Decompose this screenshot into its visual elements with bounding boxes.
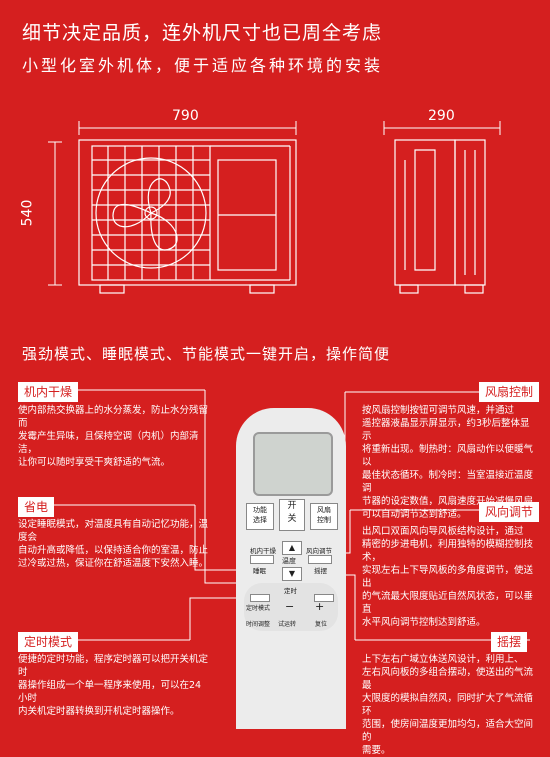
tag-timer: 定时模式 [18, 632, 79, 652]
remote-lower-panel [244, 583, 338, 631]
desc-direction-line: 的气流最大限度贴近自然风状态，可以垂直 [362, 591, 534, 615]
time-adjust-label: 时间调整 [246, 621, 271, 628]
desc-fan-line: 可以自动调节达到舒适。 [362, 509, 467, 520]
desc-swing-line: 大限度的模拟自然风，同时扩大了气流循环 [362, 693, 534, 717]
timer-set-button-right[interactable] [314, 594, 334, 602]
desc-timer-line: 内关机定时器转换到开机定时器操作。 [18, 706, 180, 717]
desc-fan-line: 最佳状态循环。制冷时：当室温接近温度调 [362, 470, 534, 494]
desc-swing-line: 左右风向板的多组合摆动，使送出的气流最 [362, 667, 534, 691]
fan-control-label: 控制 [317, 516, 331, 524]
desc-timer-line: 器操作组成一个单一程序来使用，可以在24小时 [18, 680, 202, 704]
timer-set-label: 定时 [284, 587, 297, 595]
temp-down-button[interactable]: ▼ [282, 567, 302, 581]
desc-swing-line: 上下左右广域立体送风设计，利用上、 [362, 654, 524, 665]
remote-control: 功能 选择 开 关 风扇 控制 机内干燥 风向调节 ▲ 温度 ▼ 睡眠 摇摆 定… [236, 408, 346, 729]
remote-display [253, 432, 333, 496]
function-select-label: 功能 [253, 506, 267, 514]
desc-timer-line: 便捷的定时功能，程序定时器可以把开关机定时 [18, 654, 209, 678]
trial-run-label: 试运转 [278, 621, 297, 628]
unit-front-view [78, 139, 297, 294]
desc-fan: 按风扇控制按钮可调节风速，并通过 遥控器液晶显示屏显示，约3秒后整体显示 将重新… [362, 404, 534, 521]
power-button[interactable]: 开 关 [279, 499, 305, 531]
desc-swing: 上下左右广域立体送风设计，利用上、 左右风向板的多组合摆动，使送出的气流最 大限… [362, 653, 534, 757]
desc-dry: 使内部热交换器上的水分蒸发，防止水分残留而 发霉产生异味，且保持空调（内机）内部… [18, 404, 208, 469]
height-dimension: 540 [19, 199, 36, 227]
desc-dry-line: 让你可以随时享受干爽舒适的气流。 [18, 457, 171, 468]
desc-direction-line: 实现左右上下导风板的多角度调节，使送出 [362, 565, 534, 589]
fan-control-button[interactable]: 风扇 控制 [310, 503, 338, 530]
dry-button[interactable] [250, 555, 274, 564]
desc-fan-line: 按风扇控制按钮可调节风速，并通过 [362, 405, 515, 416]
desc-direction-line: 出风口双面风向导风板结构设计，通过 [362, 526, 524, 537]
tag-swing: 摇摆 [491, 632, 528, 652]
minus-label: − [285, 600, 295, 613]
headline: 细节决定品质，连外机尺寸也已周全考虑 [22, 22, 383, 44]
plus-label: + [315, 600, 325, 613]
unit-side-view [394, 139, 486, 294]
sleep-label: 睡眠 [253, 567, 266, 575]
dry-label: 机内干燥 [250, 547, 276, 555]
desc-dry-line: 发霉产生异味，且保持空调（内机）内部清洁， [18, 431, 199, 455]
feature-title: 强劲模式、睡眠模式、节能模式一键开启，操作简便 [22, 345, 391, 363]
swing-label: 摇摆 [314, 567, 327, 575]
power-label: 关 [287, 514, 297, 524]
desc-fan-line: 将重新出现。制热时：风扇动作以便暖气以 [362, 444, 534, 468]
subline: 小型化室外机体，便于适应各种环境的安装 [22, 56, 384, 75]
desc-direction-line: 水平风向调节控制达到舒适。 [362, 617, 486, 628]
desc-dry-line: 使内部热交换器上的水分蒸发，防止水分残留而 [18, 405, 209, 429]
power-label: 开 [287, 501, 297, 511]
function-select-button[interactable]: 功能 选择 [246, 503, 274, 530]
desc-direction: 出风口双面风向导风板结构设计，通过 精密的步进电机，利用独特的模糊控制技术， 实… [362, 525, 534, 629]
desc-swing-line: 需要。 [362, 745, 391, 756]
tag-save: 省电 [18, 497, 55, 517]
timer-set-button-left[interactable] [250, 594, 270, 602]
timer-mode-label: 定时模式 [246, 605, 271, 612]
reset-label: 复位 [315, 621, 328, 628]
depth-dimension: 290 [428, 108, 455, 124]
desc-save-line: 过冷或过热，保证你在舒适温度下安然入睡。 [18, 558, 209, 569]
desc-direction-line: 精密的步进电机，利用独特的模糊控制技术， [362, 539, 534, 563]
width-dimension: 790 [172, 108, 199, 124]
temperature-label: 温度 [282, 557, 296, 565]
desc-save-line: 自动升高或降低，以保持适合你的室温，防止 [18, 545, 209, 556]
desc-save-line: 设定睡眠模式，对温度具有自动记忆功能，温度会 [18, 519, 209, 543]
direction-button[interactable] [308, 555, 332, 564]
desc-swing-line: 范围，使房间温度更加均匀，适合大空间的 [362, 719, 534, 743]
direction-label: 风向调节 [306, 547, 332, 555]
desc-fan-line: 遥控器液晶显示屏显示，约3秒后整体显示 [362, 418, 530, 442]
outdoor-unit-drawing [18, 121, 530, 641]
temp-up-button[interactable]: ▲ [282, 541, 302, 555]
tag-dry: 机内干燥 [18, 382, 79, 402]
tag-direction: 风向调节 [479, 502, 540, 522]
function-select-label: 选择 [253, 516, 267, 524]
tag-fan: 风扇控制 [479, 382, 540, 402]
fan-control-label: 风扇 [317, 506, 331, 514]
desc-timer: 便捷的定时功能，程序定时器可以把开关机定时 器操作组成一个单一程序来使用，可以在… [18, 653, 208, 718]
desc-fan-line: 节器的设定数值，风扇速度开始减慢风扇 [362, 496, 534, 507]
desc-save: 设定睡眠模式，对温度具有自动记忆功能，温度会 自动升高或降低，以保持适合你的室温… [18, 518, 208, 570]
